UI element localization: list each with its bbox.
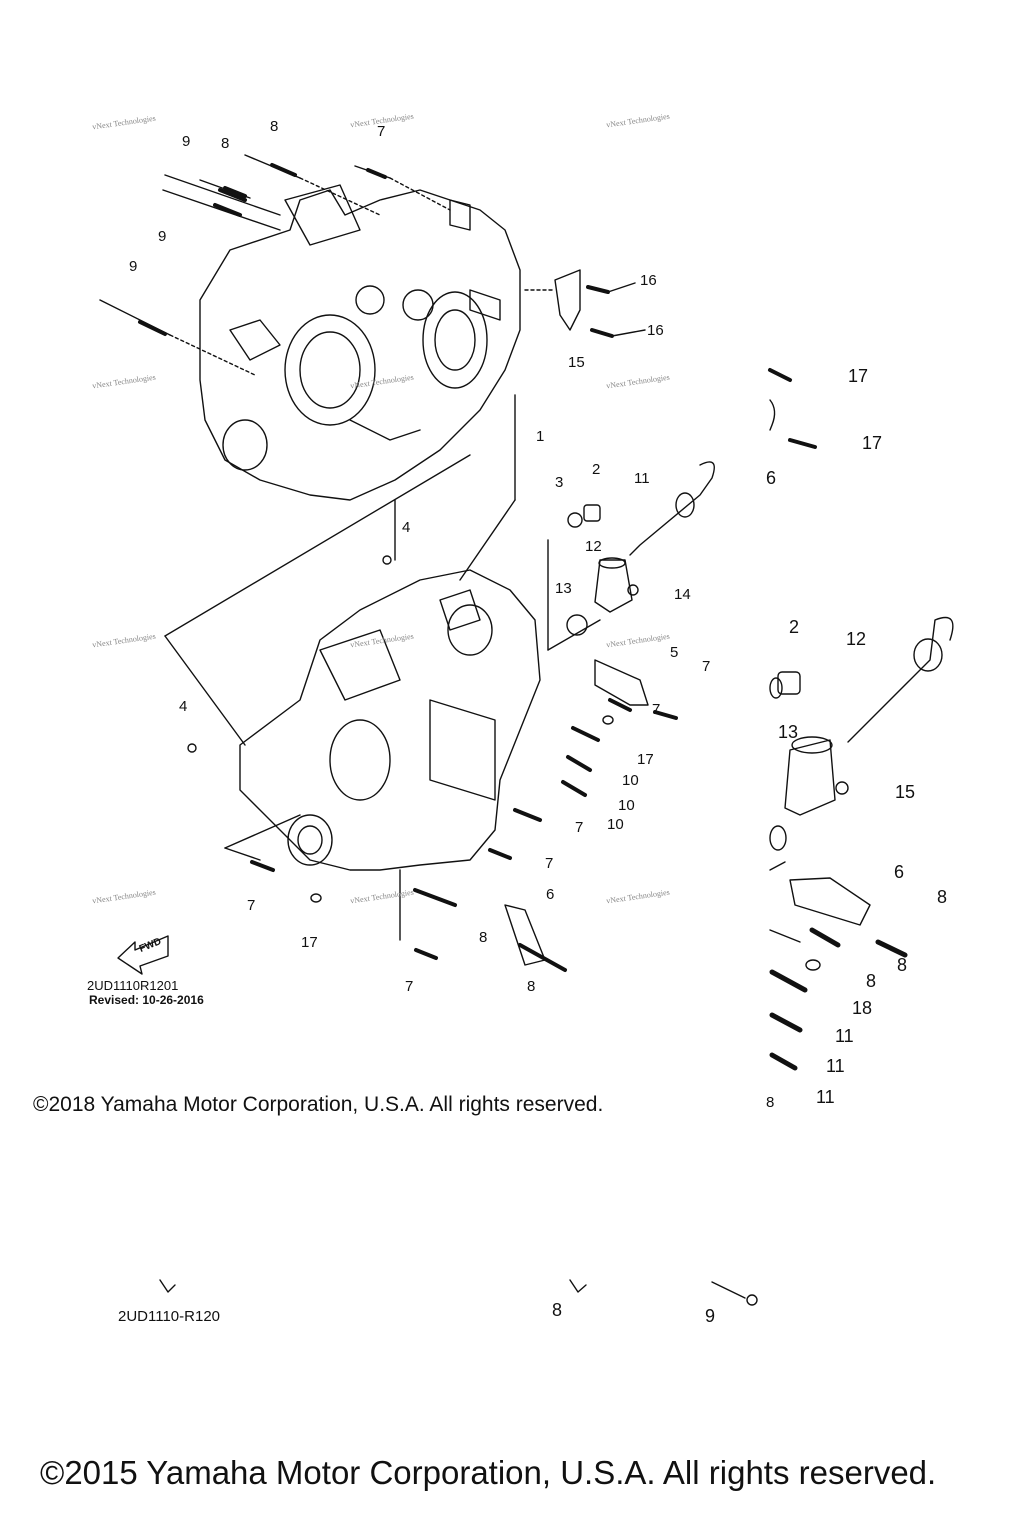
callout-label: 17 xyxy=(637,751,654,768)
bolt-10b xyxy=(566,755,592,772)
callout-label: 2 xyxy=(789,617,800,637)
bolt-upper-8b xyxy=(244,154,301,179)
callout-label: 11 xyxy=(835,1026,854,1046)
callout-label: 7 xyxy=(405,978,414,995)
callout-label: 7 xyxy=(702,658,711,675)
callout-label: 12 xyxy=(846,629,867,649)
callout-label: 7 xyxy=(545,855,554,872)
callout-label: 3 xyxy=(555,474,564,491)
plug-2-detail xyxy=(777,671,801,695)
callout-label: 8 xyxy=(527,978,536,995)
callout-label: 18 xyxy=(852,998,873,1018)
bracket-5 xyxy=(594,659,649,706)
copyright-2018: ©2018 Yamaha Motor Corporation, U.S.A. A… xyxy=(33,1093,604,1116)
tube-13-detail xyxy=(784,739,836,816)
bolt-16a xyxy=(586,282,636,294)
upper-crankcase xyxy=(199,189,521,501)
diagram-code-lower: 2UD1110-R120 xyxy=(118,1308,221,1325)
callout-label: 11 xyxy=(816,1087,835,1107)
callout-label: 17 xyxy=(862,433,883,453)
callout-label: 11 xyxy=(634,470,650,487)
callout-label: 6 xyxy=(766,468,777,488)
callout-label: 1 xyxy=(536,428,545,445)
upper-bore-2 xyxy=(422,291,488,389)
callout-label: 8 xyxy=(937,887,948,907)
callout-label: 8 xyxy=(221,135,230,152)
plug-2 xyxy=(583,504,601,522)
o-ring-13 xyxy=(566,614,588,636)
bolt-upper-7 xyxy=(354,165,391,179)
callout-label: 6 xyxy=(546,886,555,903)
callout-label: 10 xyxy=(622,772,639,789)
bolt-upper-9a xyxy=(164,174,281,216)
bolt-upper-9c xyxy=(99,299,171,336)
callout-label: 7 xyxy=(377,123,386,140)
callout-label: 7 xyxy=(247,897,256,914)
callout-label: 15 xyxy=(895,782,916,802)
callout-label: 13 xyxy=(555,580,572,597)
callout-label: 8 xyxy=(270,118,279,135)
callout-label: 15 xyxy=(568,354,585,371)
upper-bore-1 xyxy=(284,314,376,426)
bolt-16b xyxy=(590,328,646,338)
plate-15 xyxy=(554,269,581,331)
bolt-upper-9b xyxy=(162,189,281,231)
callout-label: 13 xyxy=(778,722,799,742)
callout-label: 12 xyxy=(585,538,602,555)
callout-label: 4 xyxy=(179,698,188,715)
callout-label: 16 xyxy=(640,272,657,289)
bracket-6-detail xyxy=(789,877,871,926)
callout-label: 17 xyxy=(301,934,318,951)
callout-label: 8 xyxy=(866,971,877,991)
copyright-2015: ©2015 Yamaha Motor Corporation, U.S.A. A… xyxy=(40,1454,937,1491)
callout-label: 5 xyxy=(670,644,679,661)
dipstick-11 xyxy=(629,461,715,556)
callout-label: 17 xyxy=(848,366,869,386)
callout-label: 8 xyxy=(897,955,908,975)
callout-label: 10 xyxy=(607,816,624,833)
callout-label: 9 xyxy=(705,1306,716,1326)
dipstick-12-detail xyxy=(847,616,954,743)
bolt-14 xyxy=(627,584,639,596)
callout-label: 11 xyxy=(826,1056,845,1076)
callout-label: 4 xyxy=(402,519,411,536)
revised-date: Revised: 10-26-2016 xyxy=(89,993,204,1007)
callout-label: 14 xyxy=(674,586,691,603)
bolt-upper-8a xyxy=(199,179,251,199)
callout-label: 8 xyxy=(766,1094,775,1111)
lower-crankcase xyxy=(239,569,541,871)
o-ring-3 xyxy=(567,512,583,528)
callout-label: 8 xyxy=(479,929,488,946)
callout-label: 8 xyxy=(552,1300,563,1320)
bolt-10a xyxy=(571,726,600,742)
callout-label: 6 xyxy=(894,862,905,882)
callout-label: 9 xyxy=(182,133,191,150)
callout-label: 10 xyxy=(618,797,635,814)
callout-label: 7 xyxy=(575,819,584,836)
fwd-arrow xyxy=(117,935,169,975)
callout-label: 9 xyxy=(158,228,167,245)
bolt-10c xyxy=(561,780,587,797)
callout-label: 2 xyxy=(592,461,601,478)
diagram-code: 2UD1110R1201 xyxy=(87,978,179,993)
callout-label: 16 xyxy=(647,322,664,339)
callout-label: 9 xyxy=(129,258,138,275)
callout-label: 7 xyxy=(652,701,661,718)
